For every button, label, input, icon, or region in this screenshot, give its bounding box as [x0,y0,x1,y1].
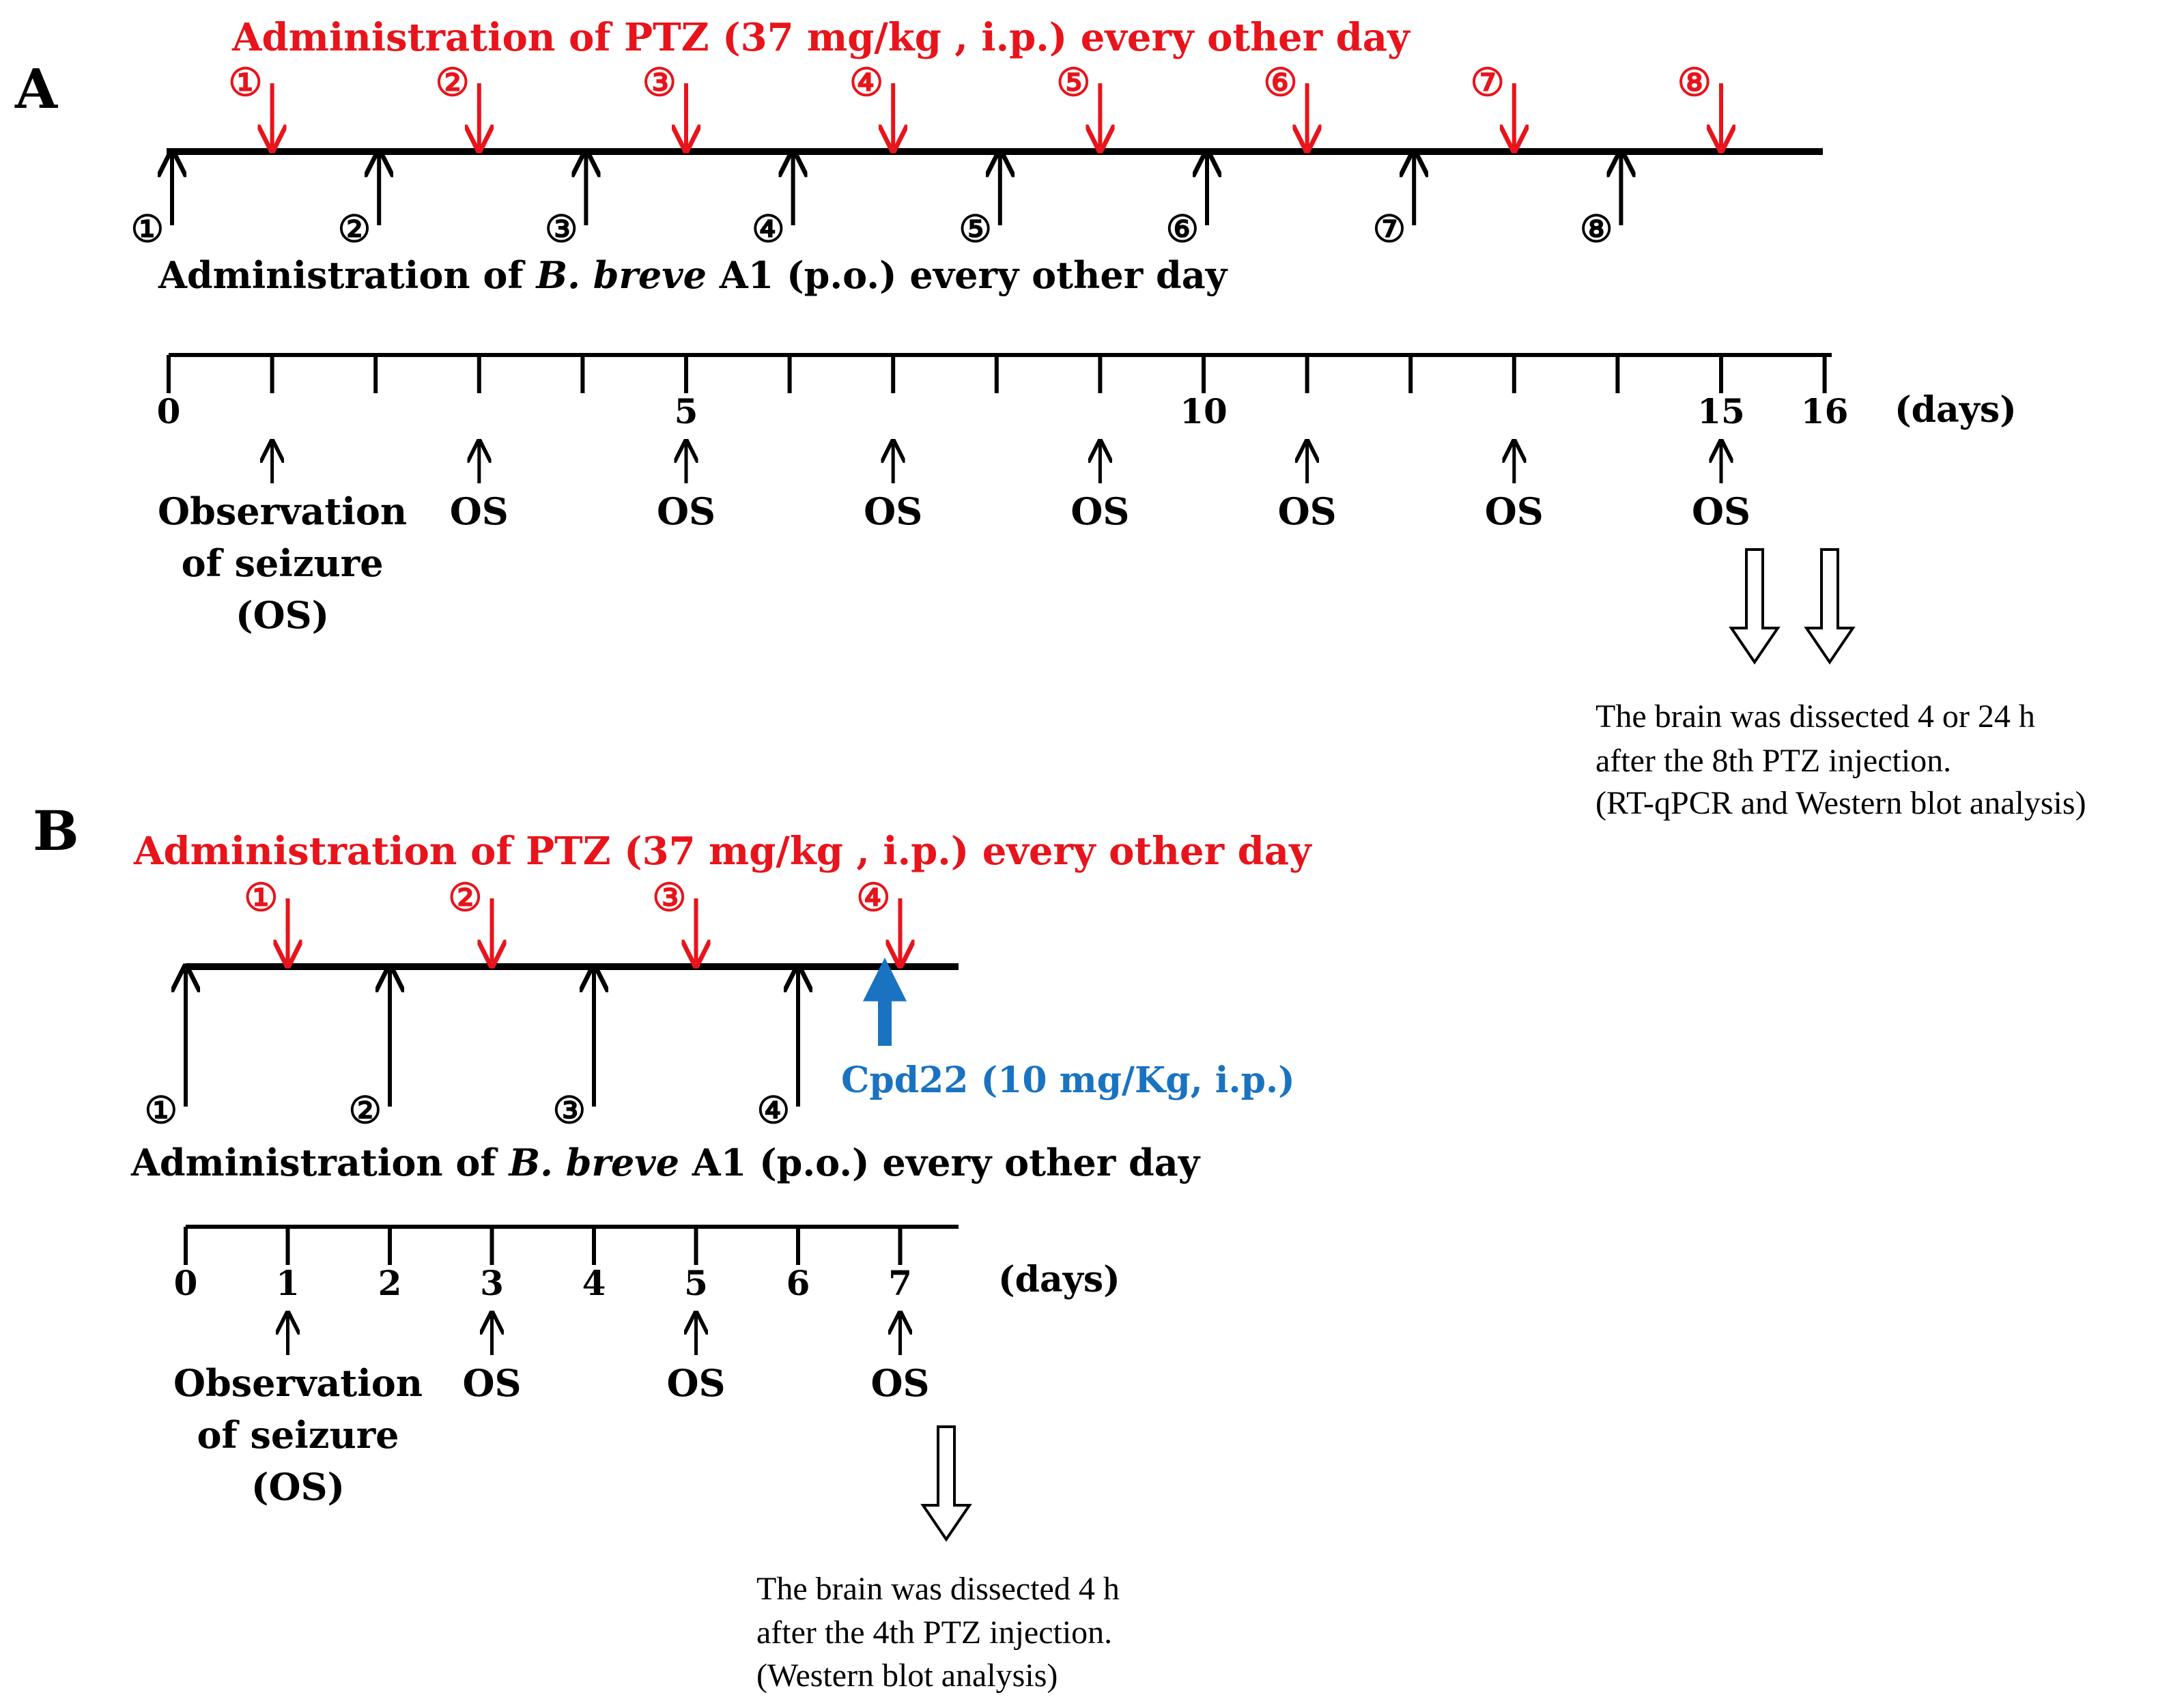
observation-label: OS [666,1361,725,1405]
observation-label: OS [870,1361,929,1405]
panel-a-letter: A [14,57,58,121]
bb-dose-number: ⑤ [959,207,991,251]
observation-label: OS [462,1361,521,1405]
observation-label: OS [864,489,922,533]
observation-label: OS [1692,489,1750,533]
observation-first-label: Observation [173,1361,423,1405]
ptz-injection-number: ③ [652,875,686,920]
bb-dose-number: ④ [757,1088,790,1132]
day-tick-label: 7 [888,1263,912,1303]
dissection-arrow-4h [1729,548,1781,665]
day-tick-label: 4 [582,1263,606,1303]
ptz-injection-number: ⑥ [1263,60,1297,105]
panel-b-ptz-injections: ① ② ③ ④ [244,875,900,963]
bb-dose-number: ② [338,207,371,251]
bb-dose-number: ⑥ [1166,207,1199,251]
ptz-injection-number: ① [244,875,278,920]
ptz-injection-number: ③ [642,60,677,105]
panel-b-day-ticks: 0 1 2 3 4 5 6 7 [174,1227,912,1303]
panel-b: B Administration of PTZ (37 mg/kg , i.p.… [33,799,1312,1694]
panel-a-axis-unit: (days) [1895,389,2017,431]
day-tick-label: 16 [1801,391,1849,431]
ptz-injection-number: ② [448,875,482,920]
panel-b-axis-unit: (days) [998,1259,1120,1300]
day-tick-label: 3 [480,1263,504,1303]
panel-a-dissection-arrows [1729,548,1856,665]
bb-dose-number: ③ [553,1088,586,1132]
day-tick-label: 0 [157,391,181,431]
ptz-injection-number: ② [436,60,470,105]
observation-label: OS [450,489,509,533]
panel-b-ptz-title: Administration of PTZ (37 mg/kg , i.p.) … [133,829,1312,874]
dissection-arrow-24h [1804,548,1856,665]
dissection-arrow-panel-b [920,1425,972,1542]
ptz-injection-number: ① [228,60,262,105]
panel-b-bb-doses: ① ② ③ ④ [145,969,798,1132]
day-tick-label: 0 [174,1263,198,1303]
panel-b-letter: B [33,799,79,863]
panel-a-observations: Observation of seizure (OS) OS OS OS OS OS OS OS [158,444,1750,637]
bb-dose-number: ③ [545,207,578,251]
ptz-injection-number: ⑦ [1471,60,1505,105]
bb-dose-number: ② [349,1088,382,1132]
panel-a-bb-title: Administration of B. breve A1 (p.o.) eve… [158,253,1228,297]
panel-b-observations: Observation of seizure (OS) OS OS OS [173,1315,930,1509]
ptz-injection-number: ④ [849,60,883,105]
day-tick-label: 10 [1180,391,1228,431]
day-tick-label: 5 [675,391,698,431]
bb-dose-number: ④ [752,207,784,251]
panel-a-day-ticks: 0 5 10 15 16 [157,355,1849,431]
observation-first-label: Observation [158,489,407,533]
panel-a-dissection-note: The brain was dissected 4 or 24 h after … [1596,698,2086,821]
day-tick-label: 6 [786,1263,810,1303]
panel-a-ptz-injections: ① ② ③ ④ ⑤ ⑥ ⑦ ⑧ [228,60,1721,147]
day-tick-label: 2 [378,1263,402,1303]
observation-label: OS [657,489,715,533]
panel-b-bb-title: Administration of B. breve A1 (p.o.) eve… [130,1141,1201,1184]
bb-dose-number: ① [131,207,164,251]
panel-b-dissection-note: The brain was dissected 4 h after the 4t… [756,1571,1128,1694]
day-tick-label: 15 [1697,391,1745,431]
day-tick-label: 5 [684,1263,708,1303]
observation-label: OS [1070,489,1129,533]
observation-first-label: (OS) [251,1465,345,1509]
observation-first-label: of seizure [182,541,384,585]
observation-first-label: of seizure [197,1413,399,1457]
observation-label: OS [1278,489,1337,533]
ptz-injection-number: ⑧ [1677,60,1712,105]
ptz-injection-number: ④ [856,875,890,920]
panel-a: A Administration of PTZ (37 mg/kg , i.p.… [14,15,2086,821]
cpd22-label: Cpd22 (10 mg/Kg, i.p.) [841,1059,1295,1101]
observation-label: OS [1485,489,1544,533]
bb-dose-number: ⑦ [1373,207,1406,251]
bb-dose-number: ⑧ [1580,207,1613,251]
bb-dose-number: ① [145,1088,178,1132]
day-tick-label: 1 [276,1263,300,1303]
observation-first-label: (OS) [236,593,329,637]
ptz-injection-number: ⑤ [1056,60,1090,105]
panel-a-ptz-title: Administration of PTZ (37 mg/kg , i.p.) … [231,15,1410,60]
panel-a-bb-doses: ① ② ③ ④ ⑤ ⑥ ⑦ ⑧ [131,154,1621,251]
